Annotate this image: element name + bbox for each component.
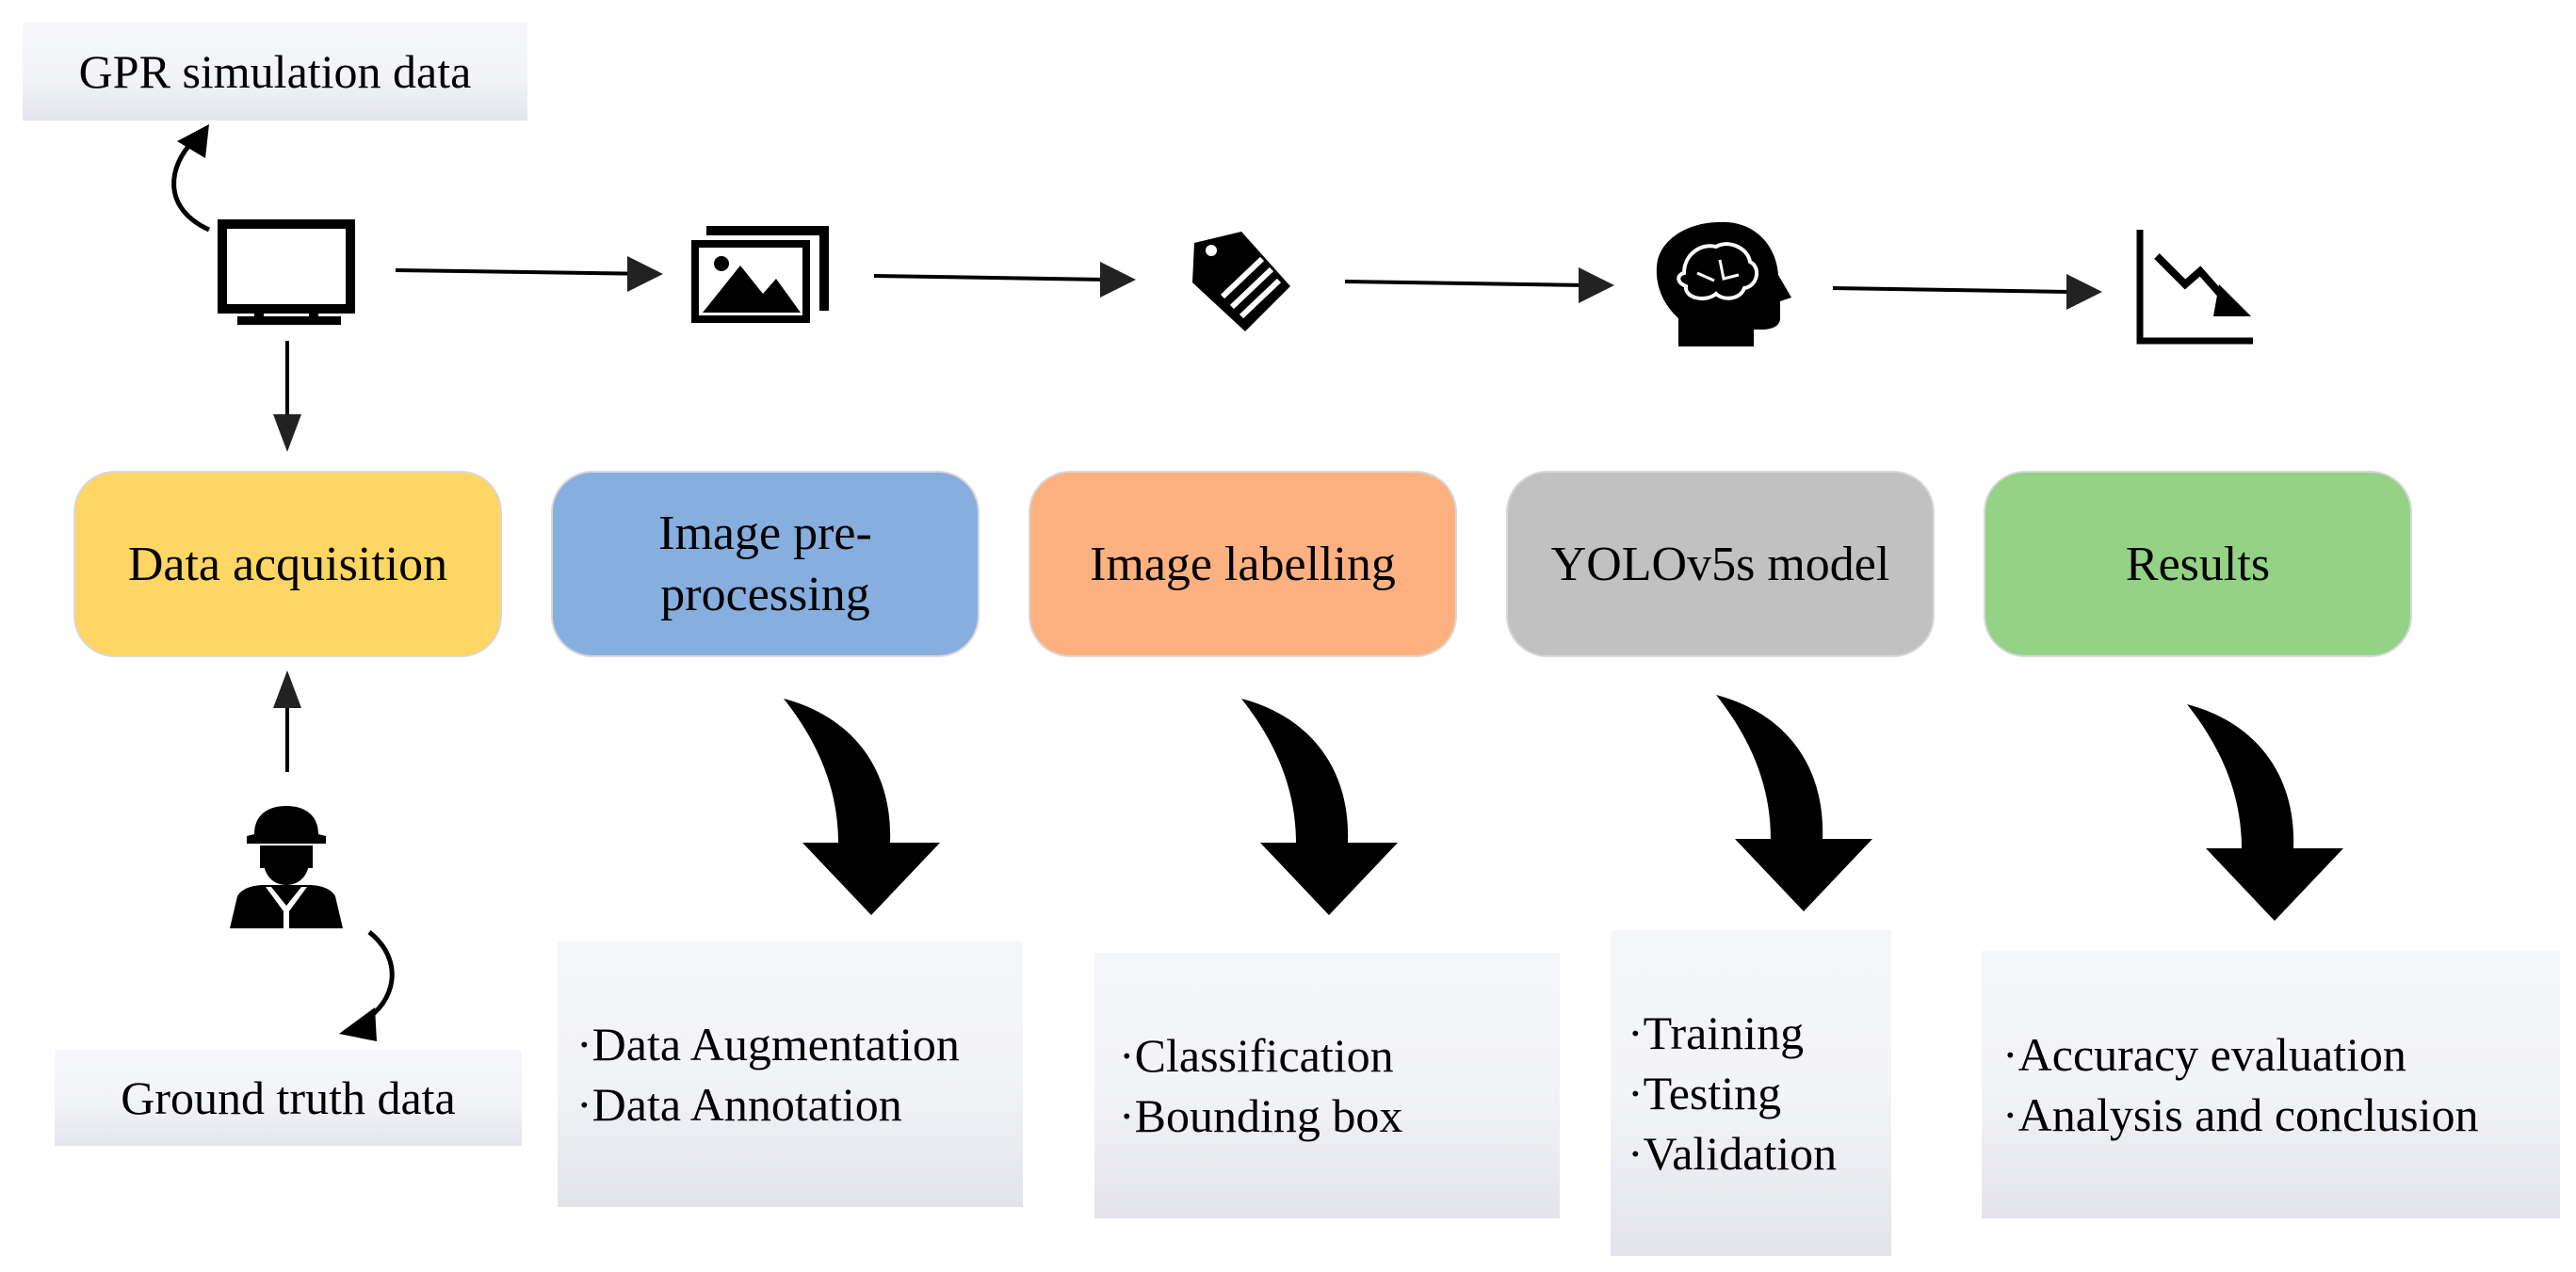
stage-label: Image labelling: [1090, 537, 1396, 591]
big-curved-arrow-3: [1716, 695, 1872, 911]
flow-arrow-1: [395, 256, 663, 292]
gpr-simulation-note: GPR simulation data: [23, 23, 527, 121]
images-icon: [691, 226, 829, 323]
stage-data-acquisition: Data acquisition: [73, 471, 502, 657]
list-item: Validation: [1628, 1123, 1891, 1183]
stage-label: Results: [2125, 537, 2271, 591]
results-details: Accuracy evaluation Analysis and conclus…: [1982, 951, 2560, 1218]
tag-icon: [1192, 232, 1290, 331]
big-curved-arrow-1: [784, 699, 940, 915]
flow-arrow-3: [1344, 267, 1614, 303]
stage-results: Results: [1984, 471, 2412, 657]
worker-to-acquisition-arrow: [273, 670, 301, 772]
big-curved-arrow-4: [2187, 704, 2343, 921]
declining-chart-icon: [2136, 230, 2253, 345]
big-curved-arrow-2: [1241, 699, 1398, 915]
list-item: Testing: [1628, 1063, 1891, 1123]
list-item: Analysis and conclusion: [2002, 1085, 2560, 1145]
model-details: Training Testing Validation: [1611, 930, 1891, 1256]
stage-yolov5s-model: YOLOv5s model: [1506, 471, 1935, 657]
stage-label: Data acquisition: [127, 537, 448, 591]
stage-image-preprocessing: Image pre-processing: [551, 471, 980, 657]
ground-truth-note: Ground truth data: [55, 1050, 522, 1146]
stage-label: YOLOv5s model: [1550, 537, 1890, 591]
list-item: Data Augmentation: [576, 1014, 1023, 1074]
stage-image-labelling: Image labelling: [1029, 471, 1457, 657]
flow-arrow-4: [1832, 274, 2102, 310]
monitor-icon: [218, 219, 355, 325]
list-item: Training: [1628, 1003, 1891, 1063]
list-item: Data Annotation: [576, 1074, 1023, 1135]
flow-arrow-2: [873, 262, 1136, 298]
curved-arrow-to-ground-truth: [339, 930, 395, 1041]
preprocessing-details: Data Augmentation Data Annotation: [558, 942, 1023, 1207]
brain-head-icon: [1656, 221, 1791, 346]
ground-truth-label: Ground truth data: [121, 1071, 456, 1124]
labelling-details: Classification Bounding box: [1094, 953, 1560, 1218]
list-item: Accuracy evaluation: [2002, 1024, 2560, 1085]
gpr-simulation-label: GPR simulation data: [78, 45, 472, 98]
curved-arrow-to-gpr: [171, 124, 211, 233]
stage-label: Image pre-processing: [658, 507, 872, 621]
list-item: Classification: [1119, 1025, 1560, 1086]
worker-icon: [230, 806, 343, 928]
monitor-to-acquisition-arrow: [273, 341, 301, 452]
list-item: Bounding box: [1119, 1086, 1560, 1146]
